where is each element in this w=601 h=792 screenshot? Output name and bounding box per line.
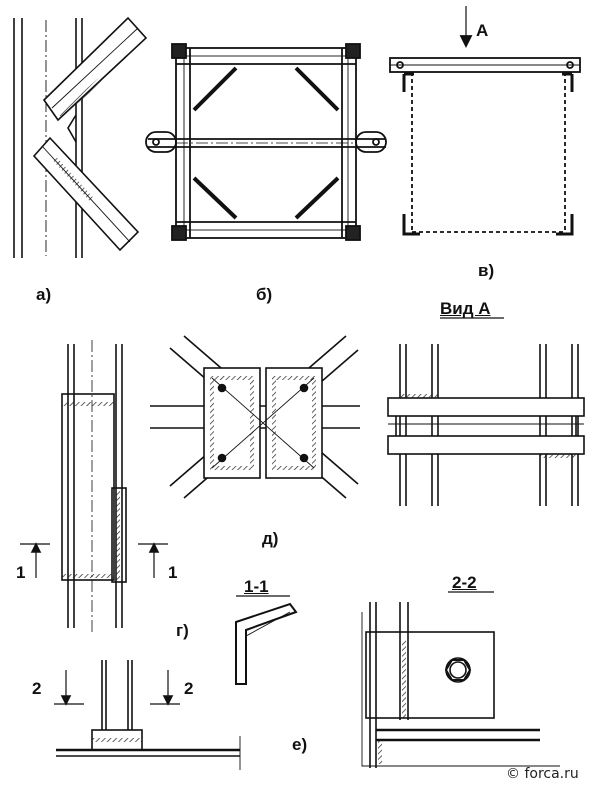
label-figure-v: в) bbox=[478, 261, 495, 280]
figure-view-a bbox=[387, 317, 585, 506]
figure-e bbox=[54, 660, 241, 770]
watermark: © forca.ru bbox=[506, 766, 579, 782]
label-section-2-left: 2 bbox=[32, 679, 42, 698]
label-section-2-right: 2 bbox=[184, 679, 194, 698]
figure-b bbox=[145, 43, 387, 241]
label-arrow-a: А bbox=[476, 21, 489, 40]
label-view-a: Вид А bbox=[440, 299, 491, 318]
label-figure-b: б) bbox=[256, 285, 273, 304]
label-section-1-1: 1-1 bbox=[244, 577, 269, 596]
label-section-1-left: 1 bbox=[16, 563, 26, 582]
label-figure-e: е) bbox=[292, 735, 308, 754]
label-figure-g: г) bbox=[176, 621, 189, 640]
section-1-1 bbox=[235, 595, 298, 685]
label-figure-d: д) bbox=[262, 529, 279, 548]
figure-d bbox=[150, 335, 360, 499]
section-2-2 bbox=[361, 591, 560, 768]
figure-a bbox=[13, 16, 148, 258]
label-figure-a: а) bbox=[36, 285, 52, 304]
label-section-1-right: 1 bbox=[168, 563, 178, 582]
figure-g bbox=[20, 340, 168, 632]
label-section-2-2: 2-2 bbox=[452, 573, 477, 592]
figure-v bbox=[389, 6, 581, 236]
